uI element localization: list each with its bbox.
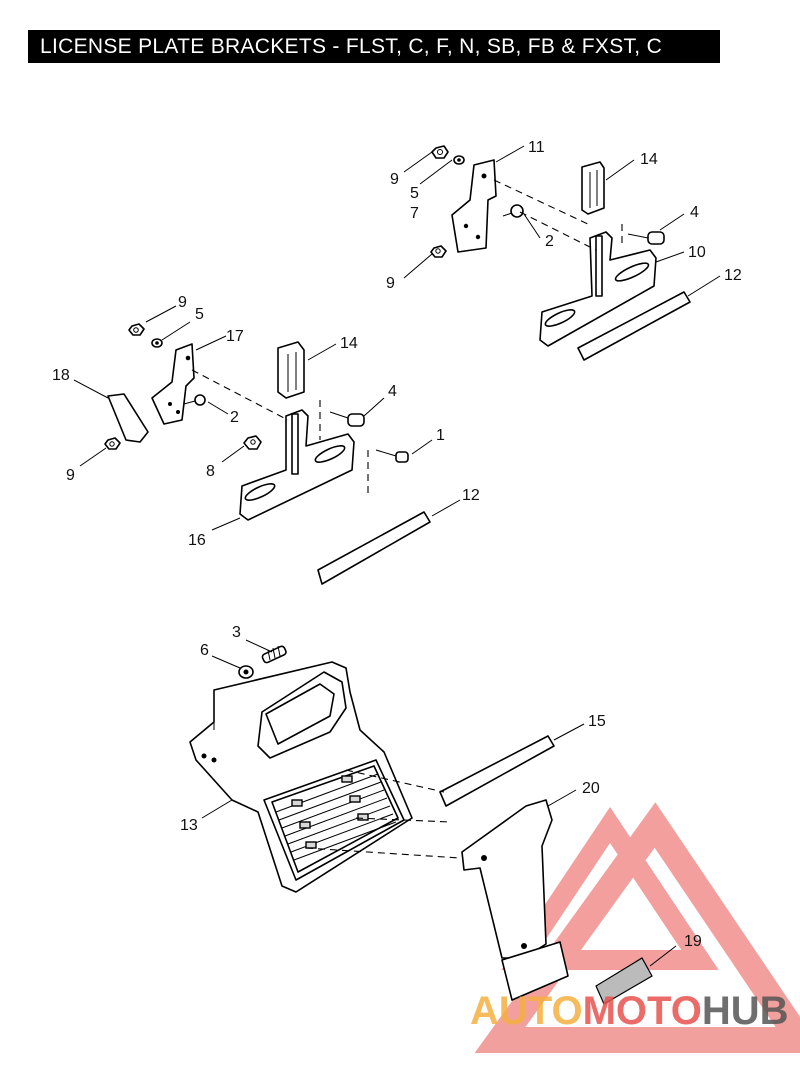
svg-text:AUTOMOTOHUB: AUTOMOTOHUB	[470, 989, 789, 1033]
upper-right-assembly	[403, 145, 721, 361]
callout-19: 19	[684, 933, 702, 950]
callout-12: 12	[724, 267, 742, 284]
callout-18: 18	[52, 367, 70, 384]
callout-9: 9	[178, 294, 187, 311]
callout-1: 1	[436, 427, 445, 444]
callout-16: 16	[188, 532, 206, 549]
reflector-strip-12-icon	[577, 291, 691, 361]
pad-14-icon	[581, 161, 605, 215]
callout-14: 14	[640, 151, 658, 168]
reflector-strip-15-icon	[439, 735, 555, 807]
plate-20-icon	[461, 799, 553, 959]
callout-10: 10	[688, 244, 706, 261]
bracket-11-icon	[451, 159, 497, 253]
callout-15: 15	[588, 713, 606, 730]
callout-3: 3	[232, 624, 241, 641]
page-title: LICENSE PLATE BRACKETS - FLST, C, F, N, …	[28, 30, 720, 63]
callout-9: 9	[386, 275, 395, 292]
watermark-text: AUTOMOTOHUB	[470, 989, 789, 1033]
middle-left-assembly	[73, 305, 461, 585]
callout-2: 2	[545, 233, 554, 250]
bolt-icon	[375, 449, 409, 463]
callout-20: 20	[582, 780, 600, 797]
callout-4: 4	[690, 204, 699, 221]
callout-4: 4	[388, 383, 397, 400]
callout-11: 11	[528, 139, 545, 156]
watermark-logo	[474, 802, 800, 1053]
strap-18-icon	[107, 393, 149, 443]
bolt-icon	[329, 411, 365, 427]
callout-12: 12	[462, 487, 480, 504]
watermark-moto: MOTO	[583, 989, 702, 1033]
callout-2: 2	[230, 409, 239, 426]
lower-assembly	[189, 639, 677, 1005]
callout-6: 6	[200, 642, 209, 659]
reflector-strip-12-icon	[317, 511, 431, 585]
reflector-19-icon	[501, 941, 569, 1001]
callout-5: 5	[410, 185, 419, 202]
stud-icon	[261, 645, 287, 664]
callout-7: 7	[410, 205, 419, 222]
bolt-icon	[627, 231, 665, 245]
callout-labels: 9 5 7 11 14 4 2 9 10 12 9 5 17 14 18 4 2…	[52, 139, 742, 950]
watermark-hub: HUB	[702, 989, 789, 1033]
callout-9: 9	[390, 171, 399, 188]
watermark-auto: AUTO	[470, 989, 583, 1033]
pad-14-icon	[277, 341, 305, 399]
callout-17: 17	[226, 328, 244, 345]
callout-5: 5	[195, 306, 204, 323]
bracket-17-icon	[151, 343, 195, 425]
callout-8: 8	[206, 463, 215, 480]
bolt-icon	[183, 394, 206, 406]
callout-13: 13	[180, 817, 198, 834]
callout-9: 9	[66, 467, 75, 484]
callout-14: 14	[340, 335, 358, 352]
bolt-icon	[502, 204, 524, 218]
